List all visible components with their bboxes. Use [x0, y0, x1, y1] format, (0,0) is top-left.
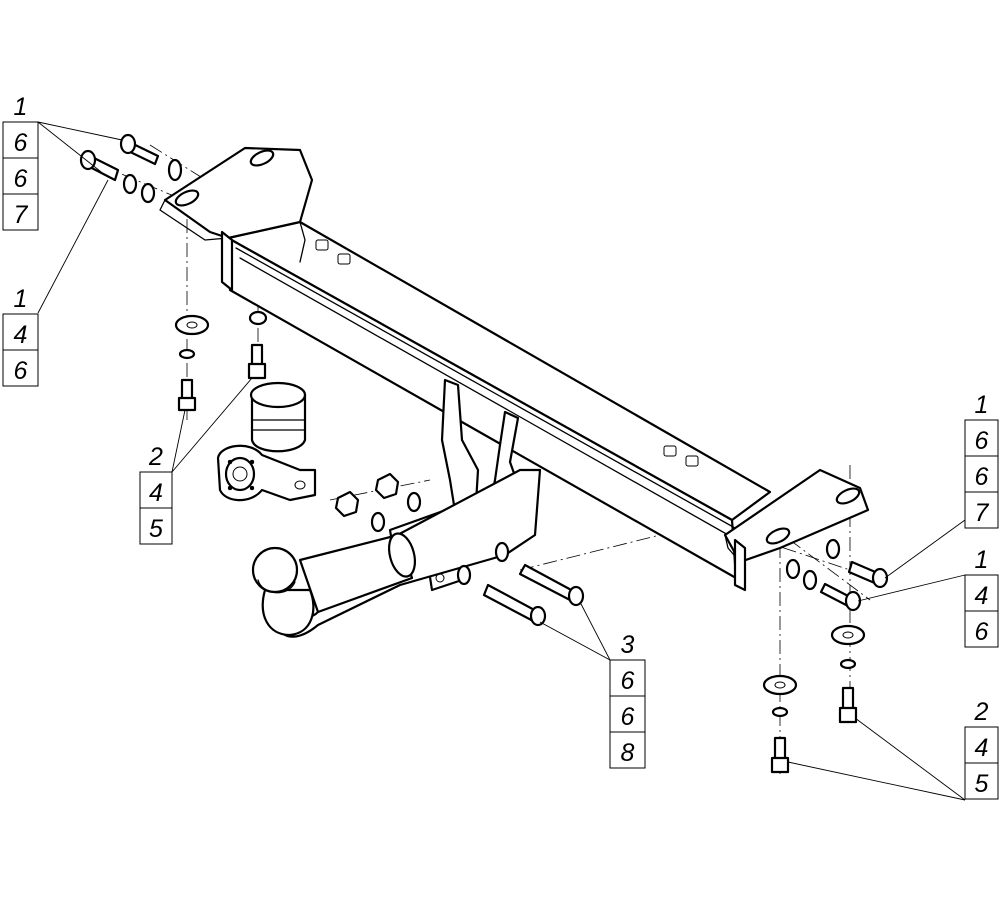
- callout-label: 6: [621, 667, 635, 695]
- callout-center-bottom: 3 6 6 8: [609, 631, 646, 769]
- callout-label: 7: [975, 499, 990, 527]
- bolt-vertical-right-2: [770, 736, 790, 774]
- washer-left-1: [167, 158, 183, 182]
- callout-label: 6: [975, 463, 989, 491]
- left-top-fasteners: [79, 133, 268, 412]
- bolt-vertical-left-2: [247, 343, 267, 380]
- beam-top-nuts: [315, 239, 699, 467]
- bolt-left-lower: [79, 149, 120, 182]
- callout-label: 8: [621, 739, 635, 767]
- callout-label: 1: [14, 93, 28, 121]
- bolt-left-upper: [119, 133, 160, 166]
- callout-label: 1: [14, 285, 28, 313]
- right-mounting-bracket: [723, 468, 870, 592]
- callout-right-lower: 2 4 5: [964, 698, 999, 800]
- bolt-center-1: [518, 563, 585, 607]
- bolt-center-2: [482, 583, 547, 627]
- callout-label: 5: [149, 515, 163, 543]
- callout-left-lower: 2 4 5: [139, 443, 173, 545]
- callout-label: 4: [14, 321, 28, 349]
- leader-lines: [37, 121, 966, 801]
- bolt-right-upper: [847, 560, 889, 589]
- callout-label: 2: [974, 698, 989, 726]
- callout-label: 6: [621, 703, 635, 731]
- callout-label: 3: [621, 631, 635, 659]
- callout-label: 1: [975, 546, 989, 574]
- left-mounting-bracket: [159, 146, 314, 292]
- spring-washer-left-2: [248, 310, 268, 326]
- washer-left-2: [122, 173, 138, 195]
- bolt-vertical-right-1: [838, 686, 858, 724]
- callout-label: 6: [14, 165, 28, 193]
- main-cross-beam: [226, 220, 772, 580]
- callout-label: 6: [975, 427, 989, 455]
- callout-label: 4: [975, 734, 989, 762]
- center-bolts: [482, 563, 585, 627]
- callout-label: 6: [14, 129, 28, 157]
- callout-left-middle: 1 4 6: [2, 285, 39, 387]
- washer-left-3: [140, 182, 156, 204]
- tow-ball-arm: [251, 468, 542, 638]
- middle-nuts-and-washers: [334, 472, 510, 586]
- callout-right-middle: 1 4 6: [964, 546, 999, 648]
- callout-label: 4: [975, 582, 989, 610]
- callout-label: 4: [149, 479, 163, 507]
- callout-label: 1: [975, 391, 989, 419]
- callout-label: 6: [14, 357, 28, 385]
- callout-label: 5: [975, 770, 989, 798]
- bolt-right-lower: [819, 582, 862, 612]
- bolt-vertical-left-1: [177, 378, 197, 412]
- spring-washer-left: [178, 348, 196, 360]
- right-fasteners: [762, 538, 889, 774]
- callout-label: 2: [148, 443, 163, 471]
- callout-label: 7: [14, 201, 29, 229]
- ball-cover-and-socket-plate: [216, 381, 317, 502]
- callout-label: 6: [975, 618, 989, 646]
